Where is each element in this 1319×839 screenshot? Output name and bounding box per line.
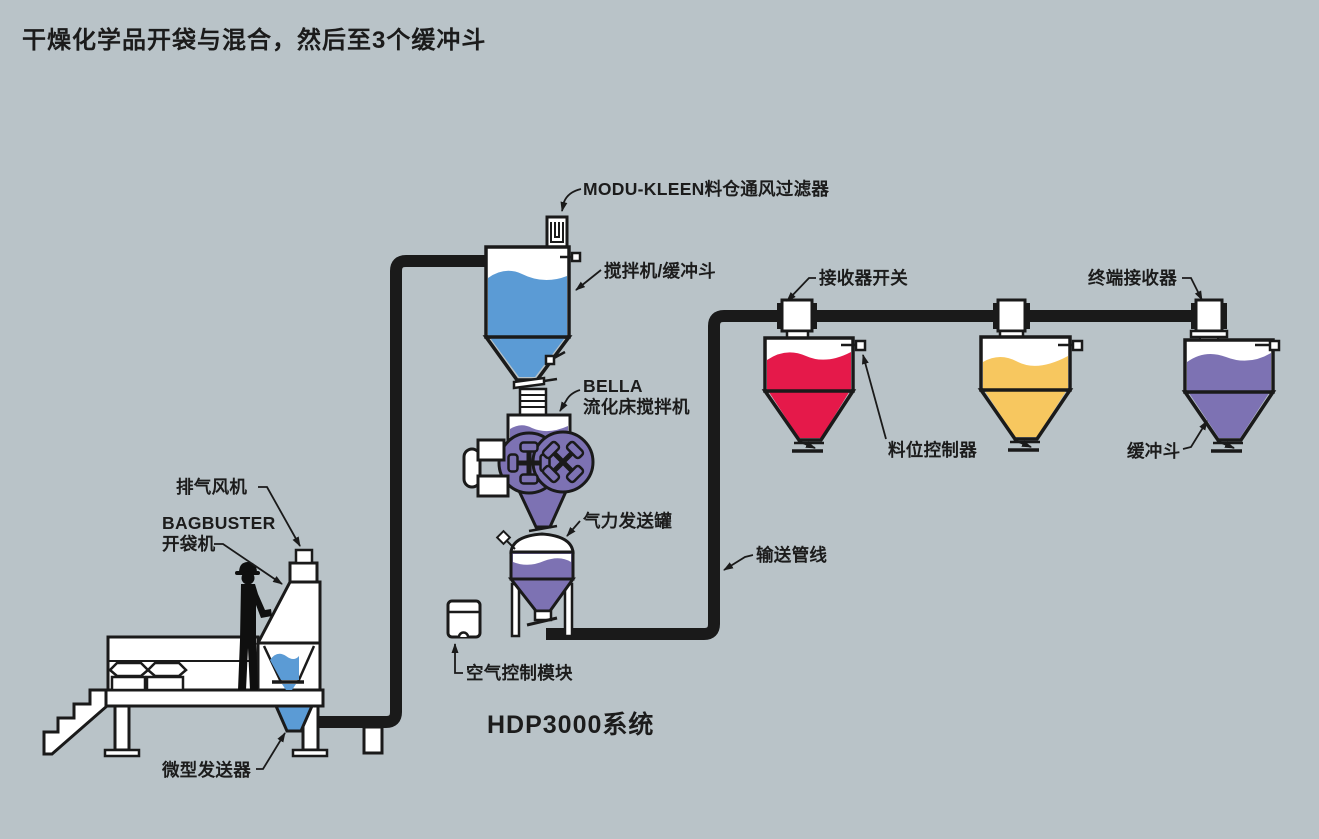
air-control-module (446, 599, 482, 639)
paddle-wheel-cross (541, 440, 585, 484)
label-bagbuster: BAGBUSTER 开袋机 (162, 513, 276, 554)
receiver-switch (780, 298, 814, 333)
mixer-motor (462, 438, 510, 498)
leader-air-module (451, 643, 463, 674)
hopper-material (1187, 353, 1271, 438)
level-sensor (854, 339, 867, 352)
exhaust-fan (294, 548, 314, 565)
receiver-hopper-purple (1181, 298, 1281, 453)
label-bagbuster-line2: 开袋机 (162, 533, 216, 554)
tank-sensor (495, 529, 512, 546)
label-modu-kleen-filter: MODU-KLEEN料仓通风过滤器 (583, 179, 830, 199)
leader-buffer-hopper (1182, 420, 1208, 450)
label-bella-line2: 流化床搅拌机 (583, 396, 690, 417)
pneumatic-tank (495, 529, 576, 638)
platform-foot-right (291, 748, 329, 758)
pipe-support (362, 725, 384, 755)
tank-leg (563, 582, 574, 638)
label-mixer-buffer-hopper: 搅拌机/缓冲斗 (604, 261, 716, 281)
label-buffer-hopper: 缓冲斗 (1127, 441, 1181, 461)
slide-gate (512, 376, 546, 390)
bag (108, 661, 150, 678)
receiver-hopper-yellow (977, 298, 1084, 452)
bag (145, 675, 185, 692)
label-bella-mixer: BELLA 流化床搅拌机 (583, 376, 690, 417)
filter-pleats-icon (550, 222, 564, 243)
label-bella-line1: BELLA (583, 376, 643, 396)
label-pneumatic-tank: 气力发送罐 (583, 511, 672, 531)
hopper-cone (761, 389, 857, 442)
level-sensor (544, 354, 556, 366)
label-exhaust-fan: 排气风机 (176, 477, 248, 497)
platform-stairs (42, 688, 109, 756)
receiver-switch (996, 298, 1027, 333)
bella-mixer (462, 413, 595, 533)
leader-mixer-hopper (575, 269, 602, 291)
hopper-material (767, 352, 851, 438)
micro-feeder (273, 704, 315, 733)
leader-lines (214, 188, 1208, 770)
leader-bagbuster (214, 543, 283, 585)
tank-leg (510, 582, 521, 638)
receiver-hopper-red (761, 298, 867, 453)
leader-terminal-receiver (1182, 277, 1203, 301)
label-system-name: HDP3000系统 (487, 711, 655, 739)
diagram-title: 干燥化学品开袋与混合，然后至3个缓冲斗 (22, 27, 487, 54)
label-conveying-line: 输送管线 (756, 545, 828, 565)
mixer-buffer-hopper (482, 215, 582, 417)
leader-micro-feeder (256, 732, 286, 770)
label-micro-feeder: 微型发送器 (162, 760, 251, 780)
conveying-pipeline (362, 310, 1194, 755)
bag-table (106, 635, 260, 692)
body (238, 584, 272, 690)
exhaust-fan-base (288, 561, 319, 584)
platform-deck (104, 688, 325, 708)
platform-foot-left (103, 748, 141, 758)
opener-material (270, 653, 299, 680)
bag (110, 675, 147, 692)
tank-dome (509, 532, 575, 554)
hopper-cone (977, 388, 1074, 441)
leader-receiver-switch (786, 277, 816, 302)
label-bagbuster-line1: BAGBUSTER (162, 513, 276, 533)
tank-highlight (513, 554, 571, 565)
leader-modu-kleen (560, 188, 582, 212)
leader-pneumatic (566, 520, 581, 537)
bag (146, 661, 188, 678)
leader-exhaust-fan (258, 486, 301, 547)
label-level-controller: 料位控制器 (888, 440, 977, 460)
level-sensor (1268, 339, 1281, 352)
hopper-material (488, 270, 567, 377)
level-sensor (1071, 339, 1084, 352)
feeder-to-hopper-pipe (303, 255, 486, 728)
operator-person (235, 562, 272, 690)
label-terminal-receiver: 终端接收器 (1088, 268, 1177, 288)
leader-bella (559, 389, 581, 412)
hopper-material (983, 356, 1068, 437)
leader-conveying-line (723, 554, 754, 571)
head (241, 571, 255, 585)
tank-cone (507, 577, 576, 613)
bagbuster-bag-opener (255, 548, 322, 692)
terminal-receiver-switch (1194, 298, 1224, 333)
label-receiver-switch: 接收器开关 (819, 268, 908, 288)
platform (103, 688, 329, 758)
label-air-control-module: 空气控制模块 (466, 663, 573, 683)
leader-level-controller (862, 354, 887, 440)
level-sensor (570, 251, 582, 263)
opener-spout (282, 684, 296, 690)
